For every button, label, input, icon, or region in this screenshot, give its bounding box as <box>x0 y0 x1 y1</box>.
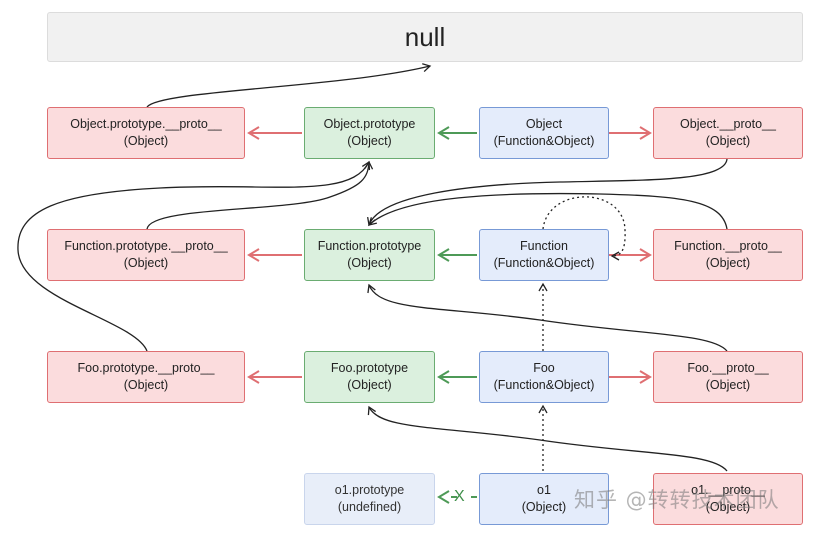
node-type: (Object) <box>705 256 751 270</box>
node-object-prototype-proto: Object.prototype.__proto__ (Object) <box>47 107 245 159</box>
node-title: Object.prototype.__proto__ <box>70 117 222 131</box>
watermark: 知乎 @转转技术团队 <box>574 488 780 512</box>
node-function-proto: Function.__proto__ (Object) <box>653 229 803 281</box>
node-title: Foo.prototype <box>330 361 409 375</box>
node-type: (Object) <box>347 256 392 270</box>
curve-fooproto-to-fp <box>367 283 728 352</box>
node-type: (Object) <box>705 500 751 514</box>
no-prototype-mark: X <box>454 488 465 505</box>
node-type: (Function&Object) <box>493 256 595 270</box>
node-title: Function.prototype <box>317 239 422 253</box>
node-foo-proto: Foo.__proto__ (Object) <box>653 351 803 403</box>
node-function-prototype: Function.prototype (Object) <box>304 229 435 281</box>
null-label: null <box>404 21 446 52</box>
node-type: (Object) <box>347 378 392 392</box>
node-type: (Object) <box>123 134 169 148</box>
curve-fpproto-to-op <box>146 160 374 230</box>
curve-objproto-to-fp <box>367 158 728 227</box>
node-type: (Object) <box>705 378 751 392</box>
node-type: (Object) <box>521 500 567 514</box>
node-object: Object (Function&Object) <box>479 107 609 159</box>
node-title: Object.__proto__ <box>680 117 776 131</box>
node-object-proto: Object.__proto__ (Object) <box>653 107 803 159</box>
dotted-fn-self <box>542 196 626 261</box>
node-title: Function.__proto__ <box>674 239 782 253</box>
node-title: o1 <box>537 483 551 497</box>
node-type: (Object) <box>705 134 751 148</box>
node-type: (Function&Object) <box>493 378 595 392</box>
node-type: (Function&Object) <box>493 134 595 148</box>
node-o1: o1 (Object) <box>479 473 609 525</box>
node-title: Foo.__proto__ <box>687 361 769 375</box>
null-box: null <box>47 12 803 62</box>
node-type: (Object) <box>123 378 169 392</box>
node-foo-prototype-proto: Foo.prototype.__proto__ (Object) <box>47 351 245 403</box>
node-title: Foo.prototype.__proto__ <box>77 361 215 375</box>
node-object-prototype: Object.prototype (Object) <box>304 107 435 159</box>
node-type: (Object) <box>347 134 392 148</box>
node-title: Object <box>525 117 563 131</box>
node-foo-prototype: Foo.prototype (Object) <box>304 351 435 403</box>
node-title: Function.prototype.__proto__ <box>64 239 228 253</box>
node-title: o1.prototype <box>334 483 405 497</box>
node-o1-proto: o1.__proto__ (Object) <box>653 473 803 525</box>
node-title: o1.__proto__ <box>691 483 765 497</box>
node-type: (Object) <box>123 256 169 270</box>
curve-o1proto-to-foop <box>367 405 728 472</box>
node-o1-prototype: o1.prototype (undefined) <box>304 473 435 525</box>
curve-fnproto-to-fp <box>368 192 728 230</box>
node-foo: Foo (Function&Object) <box>479 351 609 403</box>
node-title: Foo <box>533 361 555 375</box>
curve-foopproto-to-op <box>17 160 371 352</box>
curve-opproto-to-null <box>146 63 432 108</box>
node-function: Function (Function&Object) <box>479 229 609 281</box>
node-title: Object.prototype <box>323 117 416 131</box>
node-title: Function <box>520 239 568 253</box>
node-function-prototype-proto: Function.prototype.__proto__ (Object) <box>47 229 245 281</box>
node-type: (undefined) <box>337 500 402 514</box>
